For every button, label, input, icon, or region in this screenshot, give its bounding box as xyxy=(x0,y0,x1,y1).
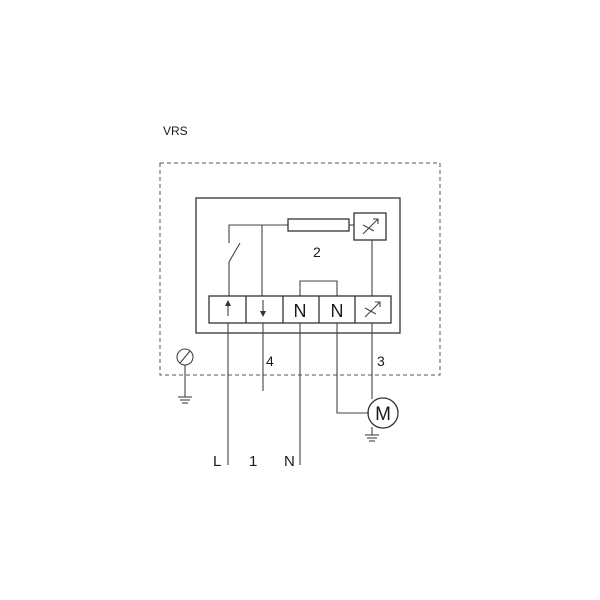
variable-icon-terminal xyxy=(364,301,381,318)
motor-ground-icon xyxy=(365,427,379,442)
earth-terminal-icon xyxy=(176,348,194,404)
pot-box-upper xyxy=(353,212,387,241)
diagram-title: VRS xyxy=(163,124,188,138)
resistor xyxy=(287,218,350,232)
terminal-up-arrow-icon xyxy=(225,300,231,316)
resistor-number: 2 xyxy=(313,244,321,260)
switch-number: 4 xyxy=(266,353,274,369)
switch-contact xyxy=(228,242,241,263)
terminal-down-arrow-icon xyxy=(260,300,266,317)
pot-number: 3 xyxy=(377,353,385,369)
wire-motor-neutral xyxy=(336,323,369,414)
motor-label: M xyxy=(375,404,391,425)
switch-top-wire xyxy=(228,224,263,296)
neutral-bridge xyxy=(299,280,338,296)
line-number: 1 xyxy=(249,453,257,470)
line-label: L xyxy=(213,453,221,470)
motor xyxy=(367,397,399,429)
device-box xyxy=(195,197,401,334)
terminal-n1-label: N xyxy=(294,301,307,321)
variable-icon-upper xyxy=(362,218,379,235)
terminal-block: N N xyxy=(208,295,392,324)
neutral-label: N xyxy=(284,453,295,470)
terminal-n2-label: N xyxy=(331,301,344,321)
